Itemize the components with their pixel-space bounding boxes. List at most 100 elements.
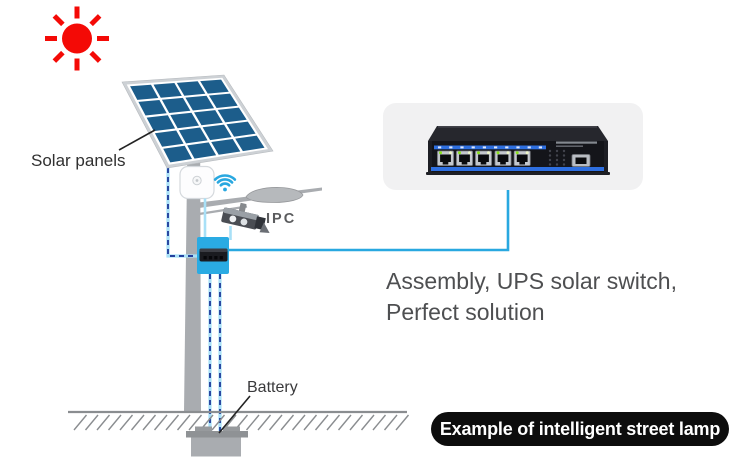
port-label-tick: [538, 146, 542, 149]
port-led-green: [515, 151, 519, 155]
hatch-line: [73, 414, 88, 431]
led-dot: [555, 154, 559, 157]
hatch-line: [165, 414, 180, 431]
switch-bezel-left: [428, 141, 432, 173]
hatch-line: [349, 414, 364, 431]
panel-cell: [217, 107, 247, 123]
wifi-dot: [223, 187, 227, 192]
switch-uplink-line: [228, 190, 510, 252]
switch-bottom-stripe: [431, 167, 604, 171]
led-dot: [548, 158, 552, 162]
port-label-tick: [494, 146, 498, 149]
hatch-line: [257, 414, 272, 431]
solar-panels-pointer-line: [118, 129, 156, 151]
port-label-tick: [449, 146, 453, 149]
led-dot: [562, 149, 566, 153]
caption-line-2: Perfect solution: [386, 299, 545, 325]
hatch-line: [314, 414, 329, 431]
sun-core: [62, 23, 92, 54]
hatch-line: [326, 414, 341, 431]
caption-line-1: Assembly, UPS solar switch,: [386, 268, 677, 294]
battery-terminal-left: [195, 426, 212, 432]
rj45-slot: [459, 154, 470, 162]
solar-controller: [197, 237, 229, 274]
hatch-line: [395, 414, 410, 431]
ground-hatching: [73, 414, 410, 431]
controller-port-slot: [208, 256, 213, 260]
led-dot: [562, 158, 566, 162]
panel-cell: [208, 93, 238, 108]
port-led-green: [458, 151, 461, 155]
battery-terminal-right: [223, 426, 240, 432]
led-dot: [555, 158, 559, 162]
led-dot: [548, 149, 552, 153]
rj45-slot: [478, 154, 489, 162]
wifi-arc-mid: [216, 178, 234, 184]
caption-text: Assembly, UPS solar switch, Perfect solu…: [386, 266, 677, 328]
hatch-line: [268, 414, 283, 431]
ap-dot: [195, 179, 199, 182]
switch-base: [426, 172, 610, 175]
panel-cell: [235, 135, 265, 152]
controller-ports: [203, 256, 223, 260]
rj45-slot: [440, 154, 451, 162]
wireless-ap: [179, 165, 215, 200]
camera-body-top: [223, 207, 259, 221]
panel-cell: [178, 127, 208, 144]
port-label-tick: [527, 146, 531, 149]
port-label-tick: [460, 146, 464, 149]
hatch-line: [188, 414, 203, 431]
panel-cell: [211, 139, 241, 155]
port-label-tick: [471, 146, 475, 149]
led-dot: [555, 149, 559, 153]
solar-panel: [121, 74, 274, 169]
camera-mount: [238, 202, 247, 213]
switch-led-indicators: [548, 149, 566, 166]
wifi-arc-large: [213, 174, 237, 181]
panel-cell: [163, 145, 192, 163]
port-led-amber: [468, 151, 471, 155]
panel-cell: [226, 121, 256, 137]
led-dot: [562, 163, 566, 166]
battery-label: Battery: [247, 379, 298, 396]
led-dot: [555, 163, 559, 166]
hatch-line: [96, 414, 111, 431]
example-badge: Example of intelligent street lamp: [431, 412, 729, 446]
panel-cell: [194, 110, 223, 126]
switch-print-text-line1: [556, 141, 597, 144]
port-label-tick: [516, 146, 520, 149]
hatch-line: [245, 414, 260, 431]
hatch-line: [130, 414, 145, 431]
sun-ray: [52, 50, 65, 63]
switch-port-labels: [438, 146, 542, 149]
panel-cell: [202, 124, 232, 141]
battery-icon: [186, 426, 248, 457]
hatch-line: [84, 414, 99, 431]
rj45-latch: [480, 161, 487, 165]
port-label-tick: [505, 146, 509, 149]
rj45-slot: [497, 154, 509, 162]
led-dot: [548, 163, 552, 166]
hatch-line: [360, 414, 375, 431]
controller-port-slot: [203, 256, 207, 260]
battery-body: [191, 437, 241, 457]
rj45-latch: [442, 161, 449, 165]
hatch-line: [337, 414, 352, 431]
hatch-line: [119, 414, 134, 431]
camera-led-2: [240, 218, 248, 226]
hatch-line: [211, 414, 226, 431]
ipc-label: IPC: [266, 211, 297, 227]
led-dot: [562, 154, 566, 157]
panel-cell: [170, 112, 199, 129]
hatch-line: [176, 414, 191, 431]
sun-ray: [89, 50, 102, 63]
port-led-green: [496, 151, 500, 155]
controller-port-slot: [214, 256, 218, 260]
lamp-arm-strut: [198, 205, 248, 216]
switch-sfp-slot: [575, 157, 587, 164]
panel-cell: [153, 83, 182, 98]
panel-cell: [154, 130, 184, 147]
rj45-latch: [500, 161, 506, 165]
